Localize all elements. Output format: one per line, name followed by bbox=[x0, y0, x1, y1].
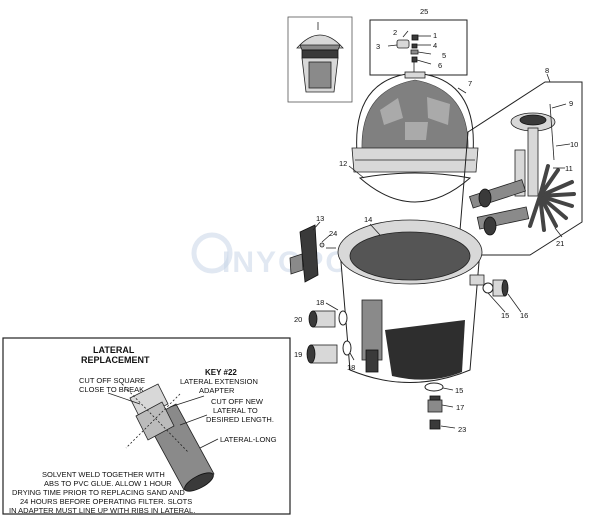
callout-21: 21 bbox=[556, 239, 564, 248]
key-line2: LATERAL EXTENSION bbox=[180, 377, 258, 386]
inset-title-line1: LATERAL bbox=[93, 345, 135, 355]
lateral-replacement-inset: LATERAL REPLACEMENT KEY #22 LATERAL EXTE… bbox=[2, 337, 291, 515]
note-line5: IN ADAPTER MUST LINE UP WITH RIBS IN LAT… bbox=[9, 506, 195, 515]
callout-3: 3 bbox=[376, 42, 380, 51]
callout-19: 19 bbox=[294, 350, 302, 359]
dome-o-ring bbox=[348, 165, 472, 203]
inlet-outlet-fittings bbox=[306, 302, 355, 364]
note-line4: 24 HOURS BEFORE OPERATING FILTER. SLOTS bbox=[20, 497, 192, 506]
underdrain-assembly bbox=[457, 81, 583, 256]
callout-18-upper: 18 bbox=[316, 298, 324, 307]
callout-16: 16 bbox=[520, 311, 528, 320]
callout-13: 13 bbox=[316, 214, 324, 223]
callout-24: 24 bbox=[329, 229, 337, 238]
note-line3: DRYING TIME PRIOR TO REPLACING SAND AND bbox=[12, 488, 185, 497]
inset-title-line2: REPLACEMENT bbox=[81, 355, 150, 365]
cut-square-line1: CUT OFF SQUARE bbox=[79, 376, 145, 385]
filter-dome-lid bbox=[351, 71, 479, 173]
leader-lines bbox=[369, 73, 571, 238]
callout-15-right: 15 bbox=[501, 311, 509, 320]
callout-5: 5 bbox=[442, 51, 446, 60]
callout-18-lower: 18 bbox=[347, 363, 355, 372]
multiport-bracket bbox=[289, 221, 336, 283]
assembled-filter-thumbnail bbox=[287, 16, 353, 103]
cut-new-line1: CUT OFF NEW bbox=[211, 397, 264, 406]
callout-6: 6 bbox=[438, 61, 442, 70]
callout-15-drain: 15 bbox=[455, 386, 463, 395]
note-line2: ABS TO PVC GLUE. ALLOW 1 HOUR bbox=[44, 479, 172, 488]
cut-new-line3: DESIRED LENGTH. bbox=[206, 415, 274, 424]
key-label: KEY #22 bbox=[205, 368, 237, 377]
callout-2: 2 bbox=[393, 28, 397, 37]
key-line3: ADAPTER bbox=[199, 386, 235, 395]
callout-25: 25 bbox=[420, 7, 428, 16]
filter-tank-body bbox=[337, 219, 485, 383]
right-side-fittings bbox=[482, 279, 522, 313]
drain-fittings bbox=[424, 382, 456, 430]
callout-7: 7 bbox=[468, 79, 472, 88]
callout-9: 9 bbox=[569, 99, 573, 108]
callout-1: 1 bbox=[433, 31, 437, 40]
callout-10: 10 bbox=[570, 140, 578, 149]
callout-12: 12 bbox=[339, 159, 347, 168]
callout-labels: 25 2 1 3 4 5 6 7 8 9 10 11 12 13 14 21 2… bbox=[294, 7, 578, 434]
callout-20: 20 bbox=[294, 315, 302, 324]
note-line1: SOLVENT WELD TOGETHER WITH bbox=[42, 470, 165, 479]
valve-kit-group bbox=[369, 19, 468, 76]
callout-23: 23 bbox=[458, 425, 466, 434]
callout-8: 8 bbox=[545, 66, 549, 75]
cut-new-line2: LATERAL TO bbox=[213, 406, 258, 415]
callout-14: 14 bbox=[364, 215, 372, 224]
callout-11: 11 bbox=[565, 164, 573, 173]
lateral-long-label: LATERAL-LONG bbox=[220, 435, 277, 444]
lateral-pipe-illustration bbox=[107, 383, 219, 492]
cut-square-line2: CLOSE TO BREAK bbox=[79, 385, 144, 394]
callout-4: 4 bbox=[433, 41, 437, 50]
callout-17: 17 bbox=[456, 403, 464, 412]
